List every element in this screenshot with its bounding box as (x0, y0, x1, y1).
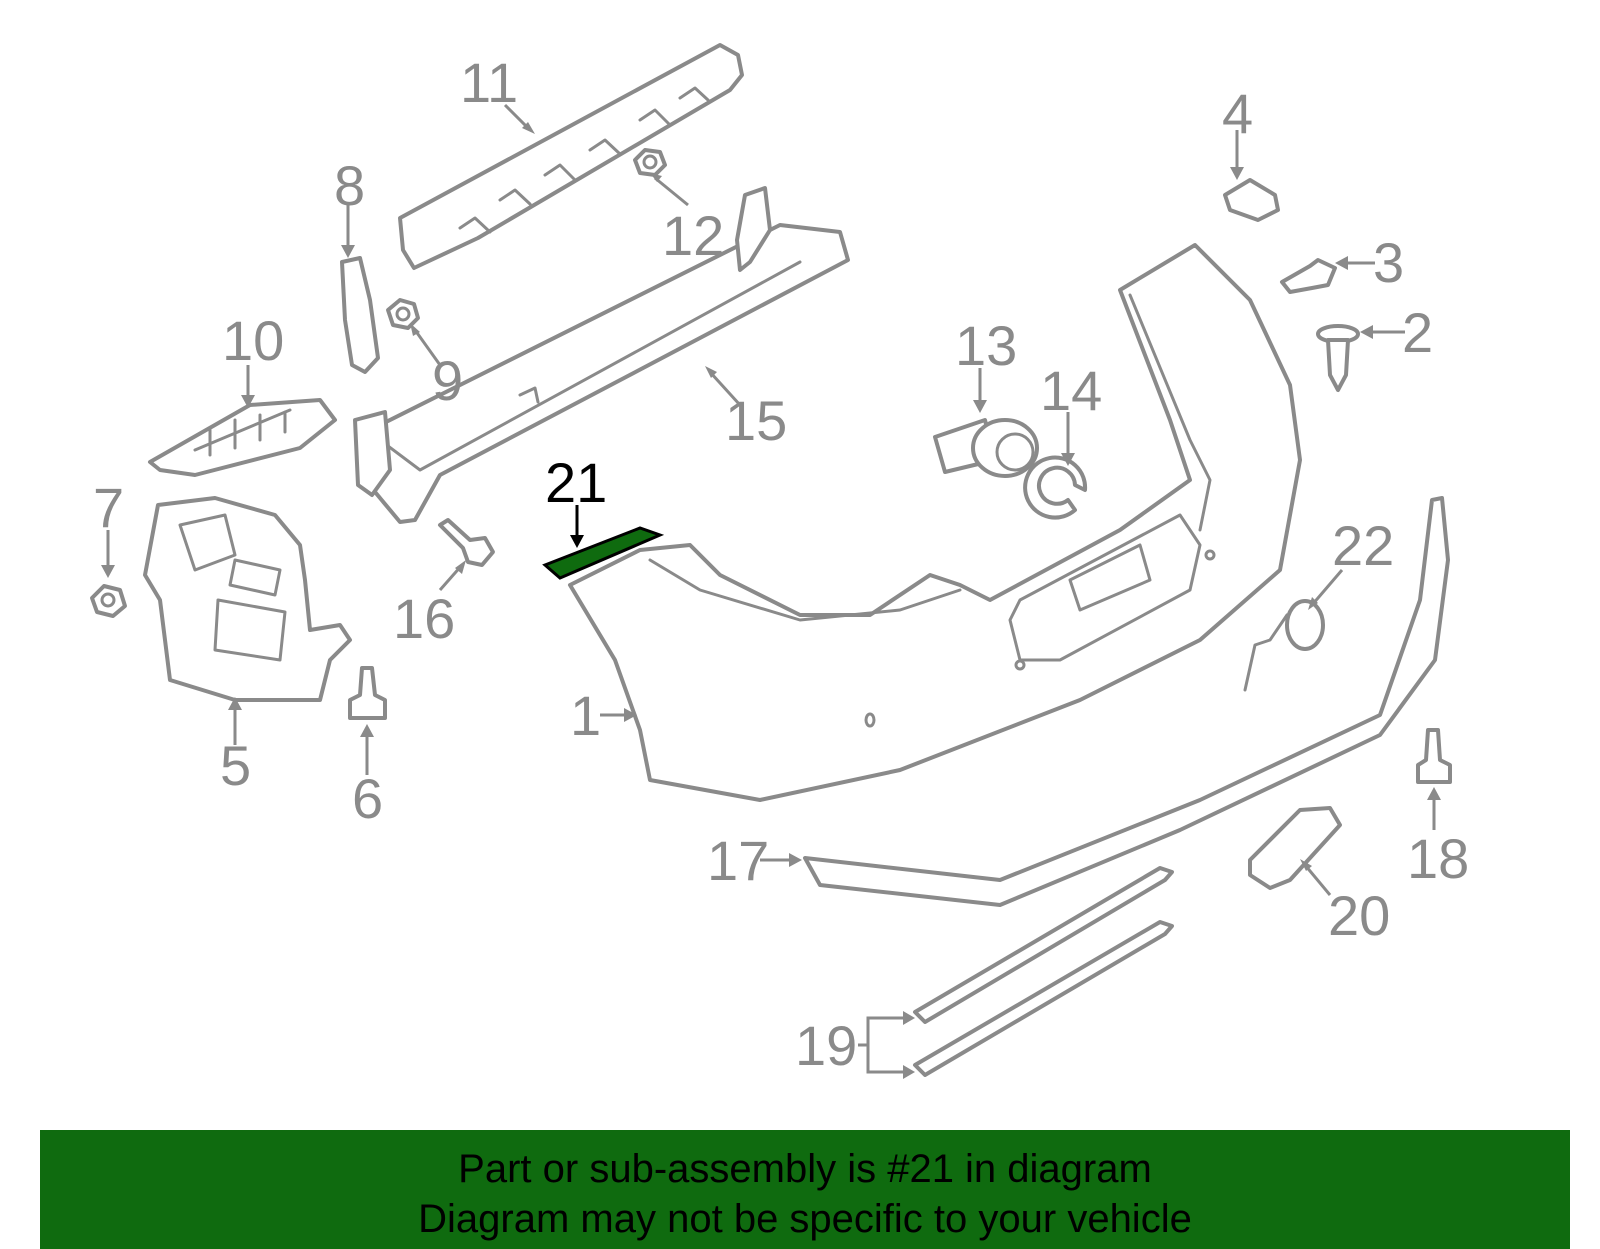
callout-19: 19 (795, 1014, 857, 1077)
part-3-screw (1280, 258, 1337, 294)
callout-8: 8 (334, 154, 365, 217)
callout-17: 17 (707, 829, 769, 892)
part-13-sensor (933, 418, 1039, 478)
callout-10: 10 (222, 309, 284, 372)
part-15-reinforcement (353, 186, 850, 524)
callout-12: 12 (662, 204, 724, 267)
part-10-side-bracket (148, 398, 337, 477)
callout-15: 15 (725, 389, 787, 452)
callout-7: 7 (93, 476, 124, 539)
callout-5: 5 (220, 734, 251, 797)
callout-3: 3 (1373, 231, 1404, 294)
part-7-nut (90, 584, 127, 618)
part-17-valance (803, 496, 1450, 907)
part-6-bolt (348, 666, 387, 720)
callout-20: 20 (1328, 884, 1390, 947)
part-12-nut (633, 148, 667, 177)
part-8-bracket (340, 256, 380, 374)
callout-11: 11 (460, 51, 518, 114)
part-4-clip (1223, 178, 1280, 222)
callout-21: 21 (545, 451, 607, 514)
callout-22: 22 (1332, 514, 1394, 577)
part-11-absorber (398, 43, 744, 270)
part-20-bracket (1248, 806, 1342, 890)
part-5-retainer (143, 496, 352, 702)
part-1-bumper-cover (568, 243, 1302, 802)
part-18-bolt (1416, 728, 1452, 784)
callout-18: 18 (1407, 827, 1469, 890)
part-16-bolt (438, 518, 495, 567)
part-22-cap (1243, 599, 1325, 692)
part-14-ring (1023, 455, 1088, 520)
leader-lines (101, 103, 1441, 1079)
callout-14: 14 (1040, 359, 1102, 422)
callout-6: 6 (352, 767, 383, 830)
banner-line-2: Diagram may not be specific to your vehi… (418, 1197, 1192, 1241)
part-21-strip (542, 526, 665, 580)
part-19-strips (913, 866, 1174, 1077)
part-9-nut (386, 298, 420, 330)
callout-4: 4 (1222, 82, 1253, 145)
callout-9: 9 (432, 349, 463, 412)
banner-line-1: Part or sub-assembly is #21 in diagram (458, 1147, 1152, 1191)
callout-1: 1 (570, 684, 601, 747)
callout-16: 16 (393, 587, 455, 650)
callout-2: 2 (1402, 301, 1433, 364)
part-2-screw (1316, 324, 1360, 392)
callout-13: 13 (955, 314, 1017, 377)
info-banner: Part or sub-assembly is #21 in diagram D… (40, 1130, 1570, 1249)
callout-labels: 11 12 8 9 10 15 13 14 4 3 2 7 5 6 16 1 1… (93, 51, 1469, 1077)
parts-diagram: 11 12 8 9 10 15 13 14 4 3 2 7 5 6 16 1 1… (90, 43, 1469, 1079)
